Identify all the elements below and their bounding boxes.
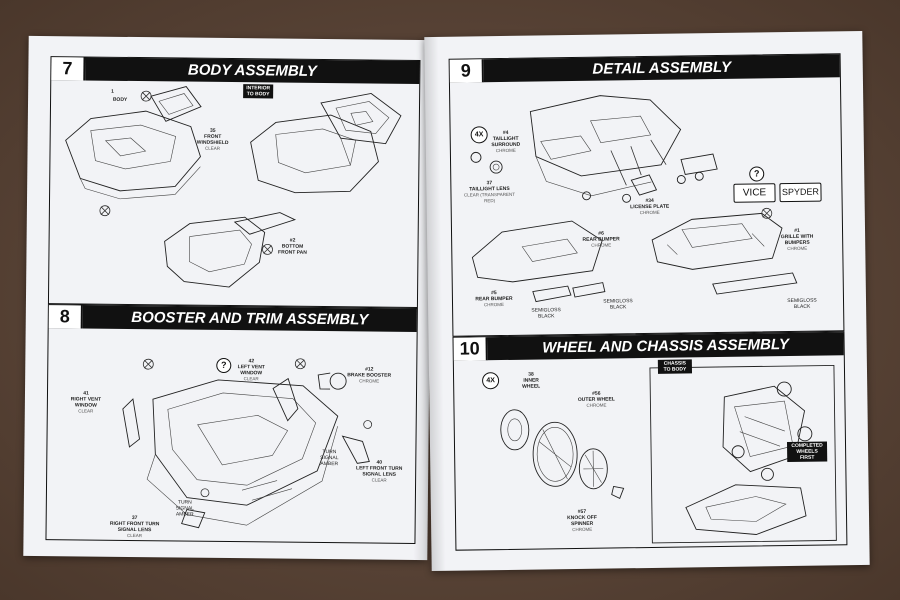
left-vent-window-name: LEFT VENT WINDOW (237, 364, 265, 377)
front-windshield-label: 35 FRONT WINDSHIELD CLEAR (193, 128, 233, 152)
left-front-turn-signal-label: 40 LEFT FRONT TURN SIGNAL LENS CLEAR (353, 459, 405, 484)
bottom-front-pan-name: BOTTOM FRONT PAN (278, 243, 307, 256)
rear-bumper-b-label: #5 REAR BUMPER CHROME (475, 290, 513, 309)
right-front-turn-signal-finish: CLEAR (126, 532, 143, 539)
interior-to-body-chip: INTERIOR TO BODY (243, 84, 274, 99)
knock-off-spinner-finish: CHROME (572, 526, 593, 533)
step-9-line-art (470, 95, 798, 303)
left-front-turn-signal-name: LEFT FRONT TURN SIGNAL LENS (355, 465, 403, 478)
step-7-body-assembly: 7 BODY ASSEMBLY (47, 56, 421, 308)
right-vent-window-name: RIGHT VENT WINDOW (70, 396, 102, 409)
chassis-to-body-chip: CHASSIS TO BODY (657, 359, 693, 374)
front-windshield-name: FRONT WINDSHIELD (196, 133, 229, 146)
right-front-turn-signal-name: RIGHT FRONT TURN SIGNAL LENS (109, 520, 160, 534)
step-7-illustrations: 1 BODY 35 FRONT WINDSHIELD CLEAR INTERIO… (49, 80, 419, 307)
front-windshield-finish: CLEAR (205, 145, 221, 151)
knock-off-spinner-name: KNOCK OFF SPINNER (567, 514, 597, 528)
brake-booster-label: #12 BRAKE BOOSTER CHROME (346, 366, 392, 384)
rear-bumper-a-finish: CHROME (591, 242, 612, 248)
taillight-surround-label: #4 TAILLIGHT SURROUND CHROME (487, 130, 525, 155)
left-vent-window-label: 42 LEFT VENT WINDOW CLEAR (230, 358, 272, 382)
grille-with-bumpers-finish: CHROME (787, 245, 808, 252)
license-plate-spyder: SPYDER (779, 182, 822, 203)
step-7-title: BODY ASSEMBLY (187, 61, 317, 80)
step-9-number: 9 (449, 59, 484, 83)
question-icon: ? (749, 166, 765, 182)
turn-signal-amber-label-1: TURN SIGNAL AMBER (320, 448, 339, 468)
step-9-detail-assembly: 9 DETAIL ASSEMBLY (448, 53, 845, 337)
step-10-line-art (500, 364, 837, 544)
bottom-front-pan-label: #2 BOTTOM FRONT PAN (277, 238, 307, 256)
step-8-booster-trim-assembly: 8 BOOSTER AND TRIM ASSEMBLY (45, 304, 418, 544)
rear-bumper-b-finish: CHROME (484, 301, 505, 308)
semigloss-black-label-2: SEMIGLOSS BLACK (603, 298, 633, 311)
grille-with-bumpers-label: #1 GRILLE WITH BUMPERS CHROME (778, 228, 816, 253)
license-plate-finish: CHROME (639, 209, 660, 216)
inner-wheel-name: INNER WHEEL (522, 377, 541, 390)
rear-bumper-a-label: #6 REAR BUMPER CHROME (582, 230, 620, 249)
taillight-lens-finish: CLEAR (TRANSPARENT RED) (463, 191, 516, 204)
license-plate-vice: VICE (733, 183, 776, 203)
step-9-illustrations: 4X #4 TAILLIGHT SURROUND CHROME 37 TAILL… (450, 77, 843, 335)
outer-wheel-finish: CHROME (586, 402, 607, 408)
step-8-title: BOOSTER AND TRIM ASSEMBLY (131, 308, 369, 329)
taillight-lens-label: 37 TAILLIGHT LENS CLEAR (TRANSPARENT RED… (461, 180, 517, 205)
step-8-line-art (122, 358, 373, 529)
step-8-number: 8 (48, 305, 83, 329)
completed-wheels-first-chip: COMPLETED WHEELS FIRST (786, 441, 828, 463)
step-7-line-art (65, 86, 402, 288)
right-vent-window-finish: CLEAR (78, 408, 94, 414)
turn-signal-amber-label-2: TURN SIGNAL AMBER (175, 499, 194, 518)
semigloss-black-label-3: SEMIGLOSS BLACK (787, 297, 817, 310)
grille-with-bumpers-name: GRILLE WITH BUMPERS (780, 233, 814, 247)
brake-booster-finish: CHROME (359, 378, 380, 384)
license-plate-label: #34 LICENSE PLATE CHROME (630, 198, 670, 217)
left-page: 7 BODY ASSEMBLY (23, 35, 433, 561)
taillight-surround-name: TAILLIGHT SURROUND (491, 135, 521, 149)
question-icon: ? (216, 357, 232, 374)
step-10-number: 10 (453, 337, 488, 361)
left-vent-window-finish: CLEAR (243, 376, 259, 382)
right-front-turn-signal-label: 37 RIGHT FRONT TURN SIGNAL LENS CLEAR (104, 515, 164, 540)
right-page: 9 DETAIL ASSEMBLY (424, 30, 870, 572)
inner-wheel-label: 38 INNER WHEEL (514, 371, 548, 390)
knock-off-spinner-label: #57 KNOCK OFF SPINNER CHROME (562, 509, 602, 534)
step-10-wheel-chassis-assembly: 10 WHEEL AND CHASSIS ASSEMBLY (452, 331, 848, 551)
outer-wheel-label: #56 OUTER WHEEL CHROME (576, 390, 616, 409)
step-10-illustrations: 4X 38 INNER WHEEL #56 OUTER WHEEL CHROME… (454, 355, 847, 549)
semigloss-black-label-1: SEMIGLOSS BLACK (531, 307, 561, 320)
right-vent-window-label: 41 RIGHT VENT WINDOW CLEAR (66, 390, 106, 414)
step-7-number: 7 (51, 57, 86, 81)
body-part-number: 1 (111, 88, 114, 95)
body-label: BODY (112, 96, 128, 103)
taillight-surround-finish: CHROME (495, 147, 516, 154)
left-front-turn-signal-finish: CLEAR (371, 477, 387, 483)
step-8-illustrations: ? 42 LEFT VENT WINDOW CLEAR 41 RIGHT VEN… (46, 328, 416, 543)
